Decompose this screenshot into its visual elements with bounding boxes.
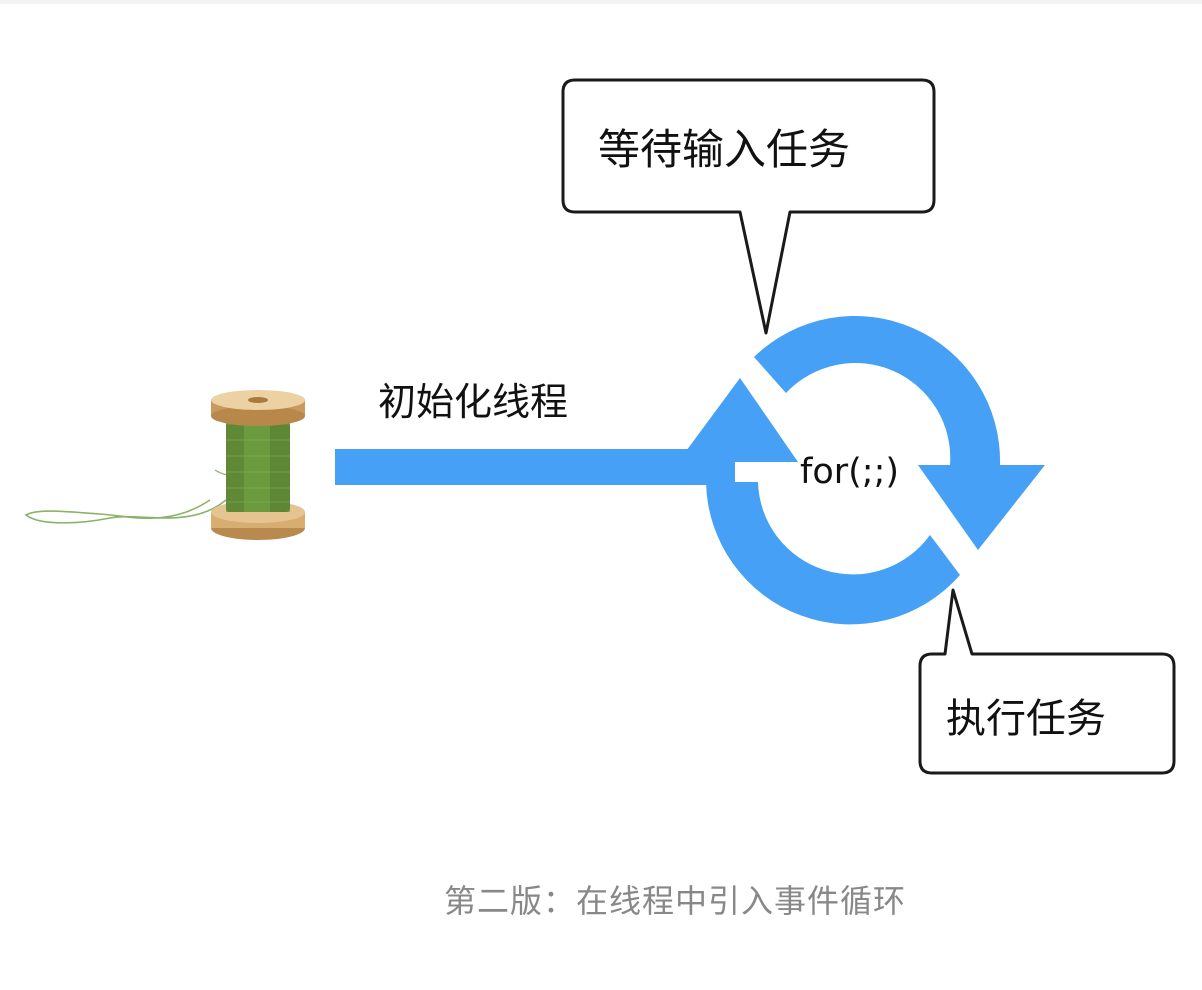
circular-refresh-arrows-icon [678,315,1045,625]
init-thread-label: 初始化线程 [378,380,568,424]
exec-task-bubble: 执行任务 [918,588,1176,775]
thread-spool-icon [24,390,305,540]
exec-task-text: 执行任务 [946,696,1106,742]
figure-caption: 第二版：在线程中引入事件循环 [443,882,906,920]
top-divider [0,0,1202,4]
init-arrow-shaft [335,449,735,485]
for-loop-label: for(;;) [800,452,899,492]
wait-task-text: 等待输入任务 [598,125,850,174]
wait-task-bubble: 等待输入任务 [561,78,936,335]
